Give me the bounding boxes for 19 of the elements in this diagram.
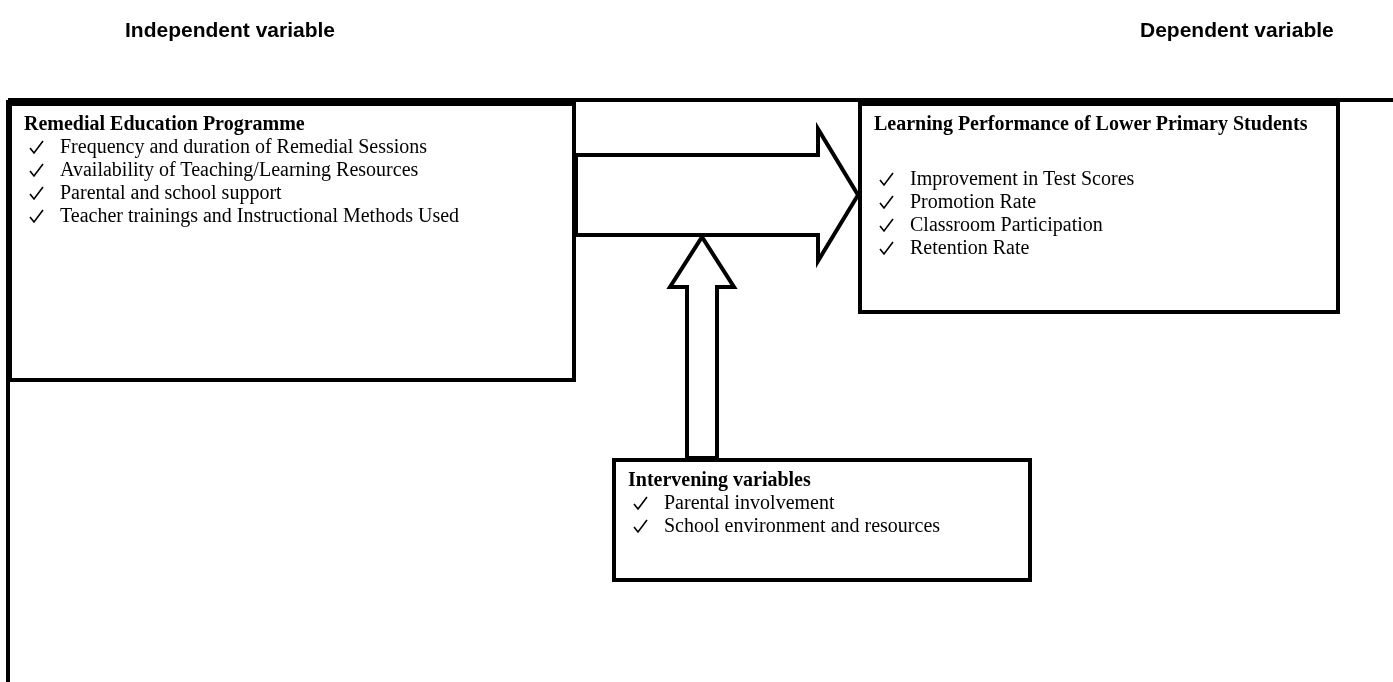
list-item: Parental and school support bbox=[60, 181, 282, 204]
variable-box bbox=[8, 102, 576, 382]
variable-box bbox=[612, 458, 1032, 582]
box-title: Learning Performance of Lower Primary Students bbox=[874, 112, 1309, 135]
variable-heading: Independent variable bbox=[125, 18, 336, 42]
box-title: Remedial Education Programme bbox=[24, 112, 306, 135]
list-item: Availability of Teaching/Learning Resources bbox=[60, 158, 419, 181]
list-item: Improvement in Test Scores bbox=[910, 167, 1135, 190]
list-item: Teacher trainings and Instructional Methods Used bbox=[60, 204, 460, 227]
list-item: Parental involvement bbox=[664, 491, 835, 514]
box-title: Intervening variables bbox=[628, 468, 812, 491]
block-arrow bbox=[574, 121, 861, 269]
list-item: Frequency and duration of Remedial Sessions bbox=[60, 135, 428, 158]
list-item: School environment and resources bbox=[664, 514, 941, 537]
variable-heading: Dependent variable bbox=[1140, 18, 1334, 42]
variable-box bbox=[858, 102, 1340, 314]
list-item: Retention Rate bbox=[910, 236, 1030, 259]
list-item: Classroom Participation bbox=[910, 213, 1103, 236]
list-item: Promotion Rate bbox=[910, 190, 1037, 213]
